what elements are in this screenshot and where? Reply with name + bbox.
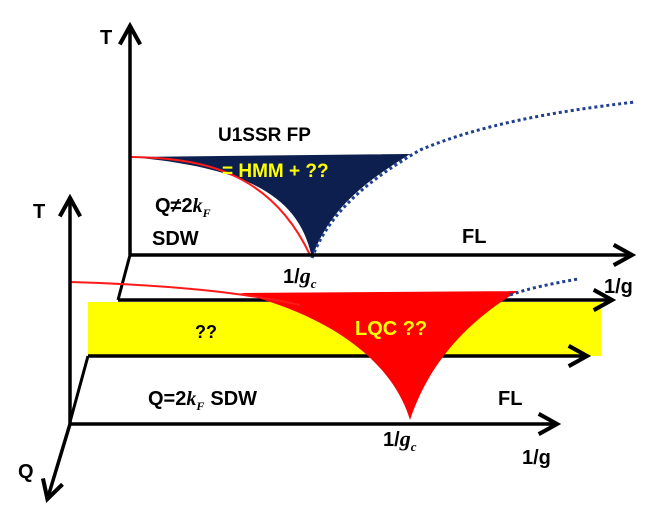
lower-q-axis bbox=[48, 423, 72, 497]
upper-phase-boundary bbox=[129, 156, 311, 256]
upper-critical-region bbox=[130, 154, 410, 258]
lower-t-axis-label: T bbox=[33, 201, 45, 223]
upper-panel bbox=[116, 28, 636, 301]
lower-panel bbox=[48, 200, 610, 497]
upper-sdw-label: SDW bbox=[152, 228, 199, 250]
lower-phase-boundary bbox=[69, 281, 301, 306]
lower-middle-connector bbox=[68, 355, 90, 423]
lower-critical-region bbox=[240, 291, 518, 420]
lower-critical-coupling: 1/gc bbox=[383, 426, 417, 454]
lqc-label: LQC ?? bbox=[355, 318, 427, 340]
band-label: ?? bbox=[195, 322, 217, 342]
upper-t-axis-label: T bbox=[100, 27, 112, 49]
upper-g-axis-label: 1/g bbox=[604, 276, 633, 298]
upper-title-line2: = HMM + ?? bbox=[222, 161, 329, 182]
upper-frame-link bbox=[116, 254, 132, 301]
upper-fl-label: FL bbox=[462, 226, 486, 248]
upper-title-line1: U1SSR FP bbox=[218, 125, 311, 146]
upper-crossover-line bbox=[310, 100, 636, 259]
lower-g-axis-label: 1/g bbox=[522, 447, 551, 469]
upper-critical-coupling: 1/gc bbox=[283, 263, 317, 291]
lower-crossover-line bbox=[509, 277, 579, 297]
upper-ordered-label: Q≠2kF bbox=[155, 195, 211, 220]
q-axis-label: Q bbox=[18, 461, 34, 483]
lower-fl-label: FL bbox=[498, 388, 522, 410]
